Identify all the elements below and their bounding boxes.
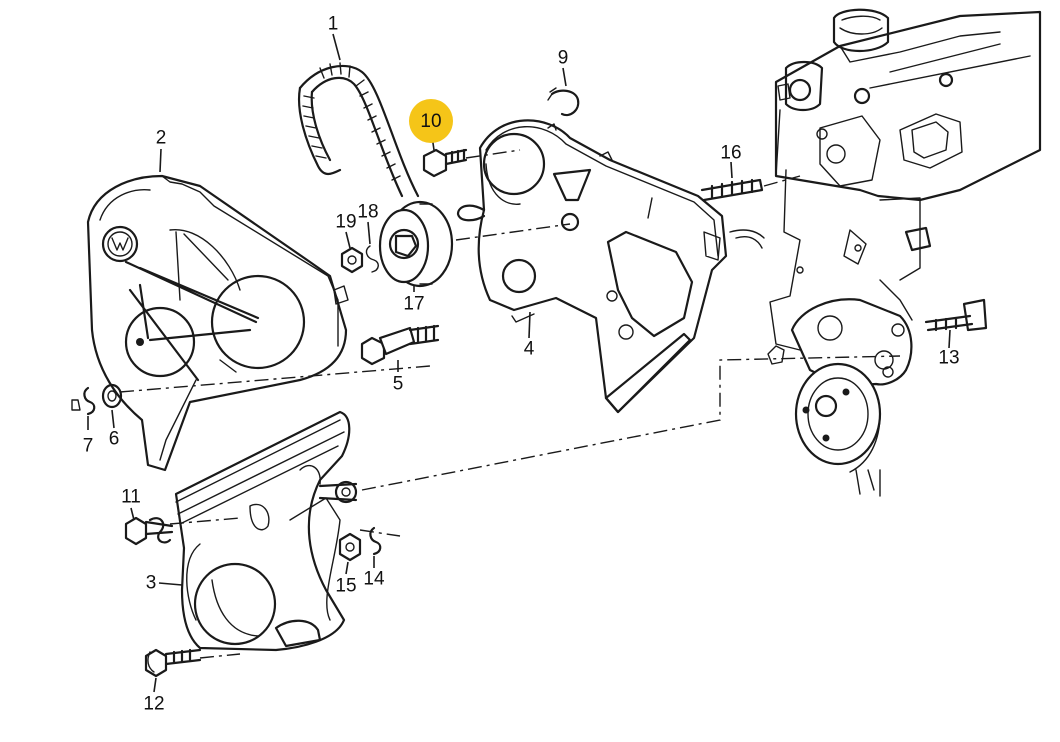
timing-belt (297, 62, 420, 198)
callout-part-10-highlighted[interactable]: 10 (409, 99, 453, 143)
callout-part-19[interactable]: 19 (335, 211, 357, 233)
stud-5 (360, 324, 440, 366)
leader-lines (87, 33, 951, 693)
callout-part-2[interactable]: 2 (155, 127, 167, 149)
washer-6 (101, 383, 123, 409)
circlip-9 (547, 87, 580, 117)
lower-belt-guard (174, 410, 351, 652)
engine-block (769, 8, 1042, 497)
nut-15 (338, 532, 362, 562)
nut-19 (340, 246, 364, 274)
callout-part-13[interactable]: 13 (938, 347, 960, 369)
callout-part-9[interactable]: 9 (557, 47, 569, 69)
vw-logo-icon (107, 231, 133, 257)
callout-part-3[interactable]: 3 (145, 572, 157, 594)
rear-belt-guard (477, 119, 765, 414)
callout-part-7[interactable]: 7 (82, 435, 94, 457)
callout-part-6[interactable]: 6 (108, 428, 120, 450)
callout-part-18[interactable]: 18 (357, 201, 379, 223)
stud-16 (700, 178, 764, 202)
upper-belt-guard (86, 174, 349, 472)
center-lines (119, 149, 901, 659)
tensioner-pulley (378, 200, 454, 288)
callout-part-17[interactable]: 17 (403, 293, 425, 315)
callout-part-5[interactable]: 5 (392, 373, 404, 395)
bolt-10 (422, 148, 468, 178)
callout-part-4[interactable]: 4 (523, 338, 535, 360)
guard-bolt (318, 480, 358, 504)
clip-7 (71, 386, 96, 416)
callout-part-11[interactable]: 11 (121, 486, 141, 508)
callout-part-16[interactable]: 16 (720, 142, 742, 164)
clip-near-pulley (456, 204, 486, 222)
water-pump (767, 298, 913, 473)
bolt-13 (924, 298, 988, 332)
callout-part-1[interactable]: 1 (327, 13, 339, 35)
callout-part-15[interactable]: 15 (335, 575, 357, 597)
callout-part-12[interactable]: 12 (143, 693, 165, 715)
bolt-11 (124, 516, 174, 546)
bolt-12 (144, 648, 202, 678)
washer-18 (365, 245, 379, 273)
callout-part-14[interactable]: 14 (363, 568, 385, 590)
